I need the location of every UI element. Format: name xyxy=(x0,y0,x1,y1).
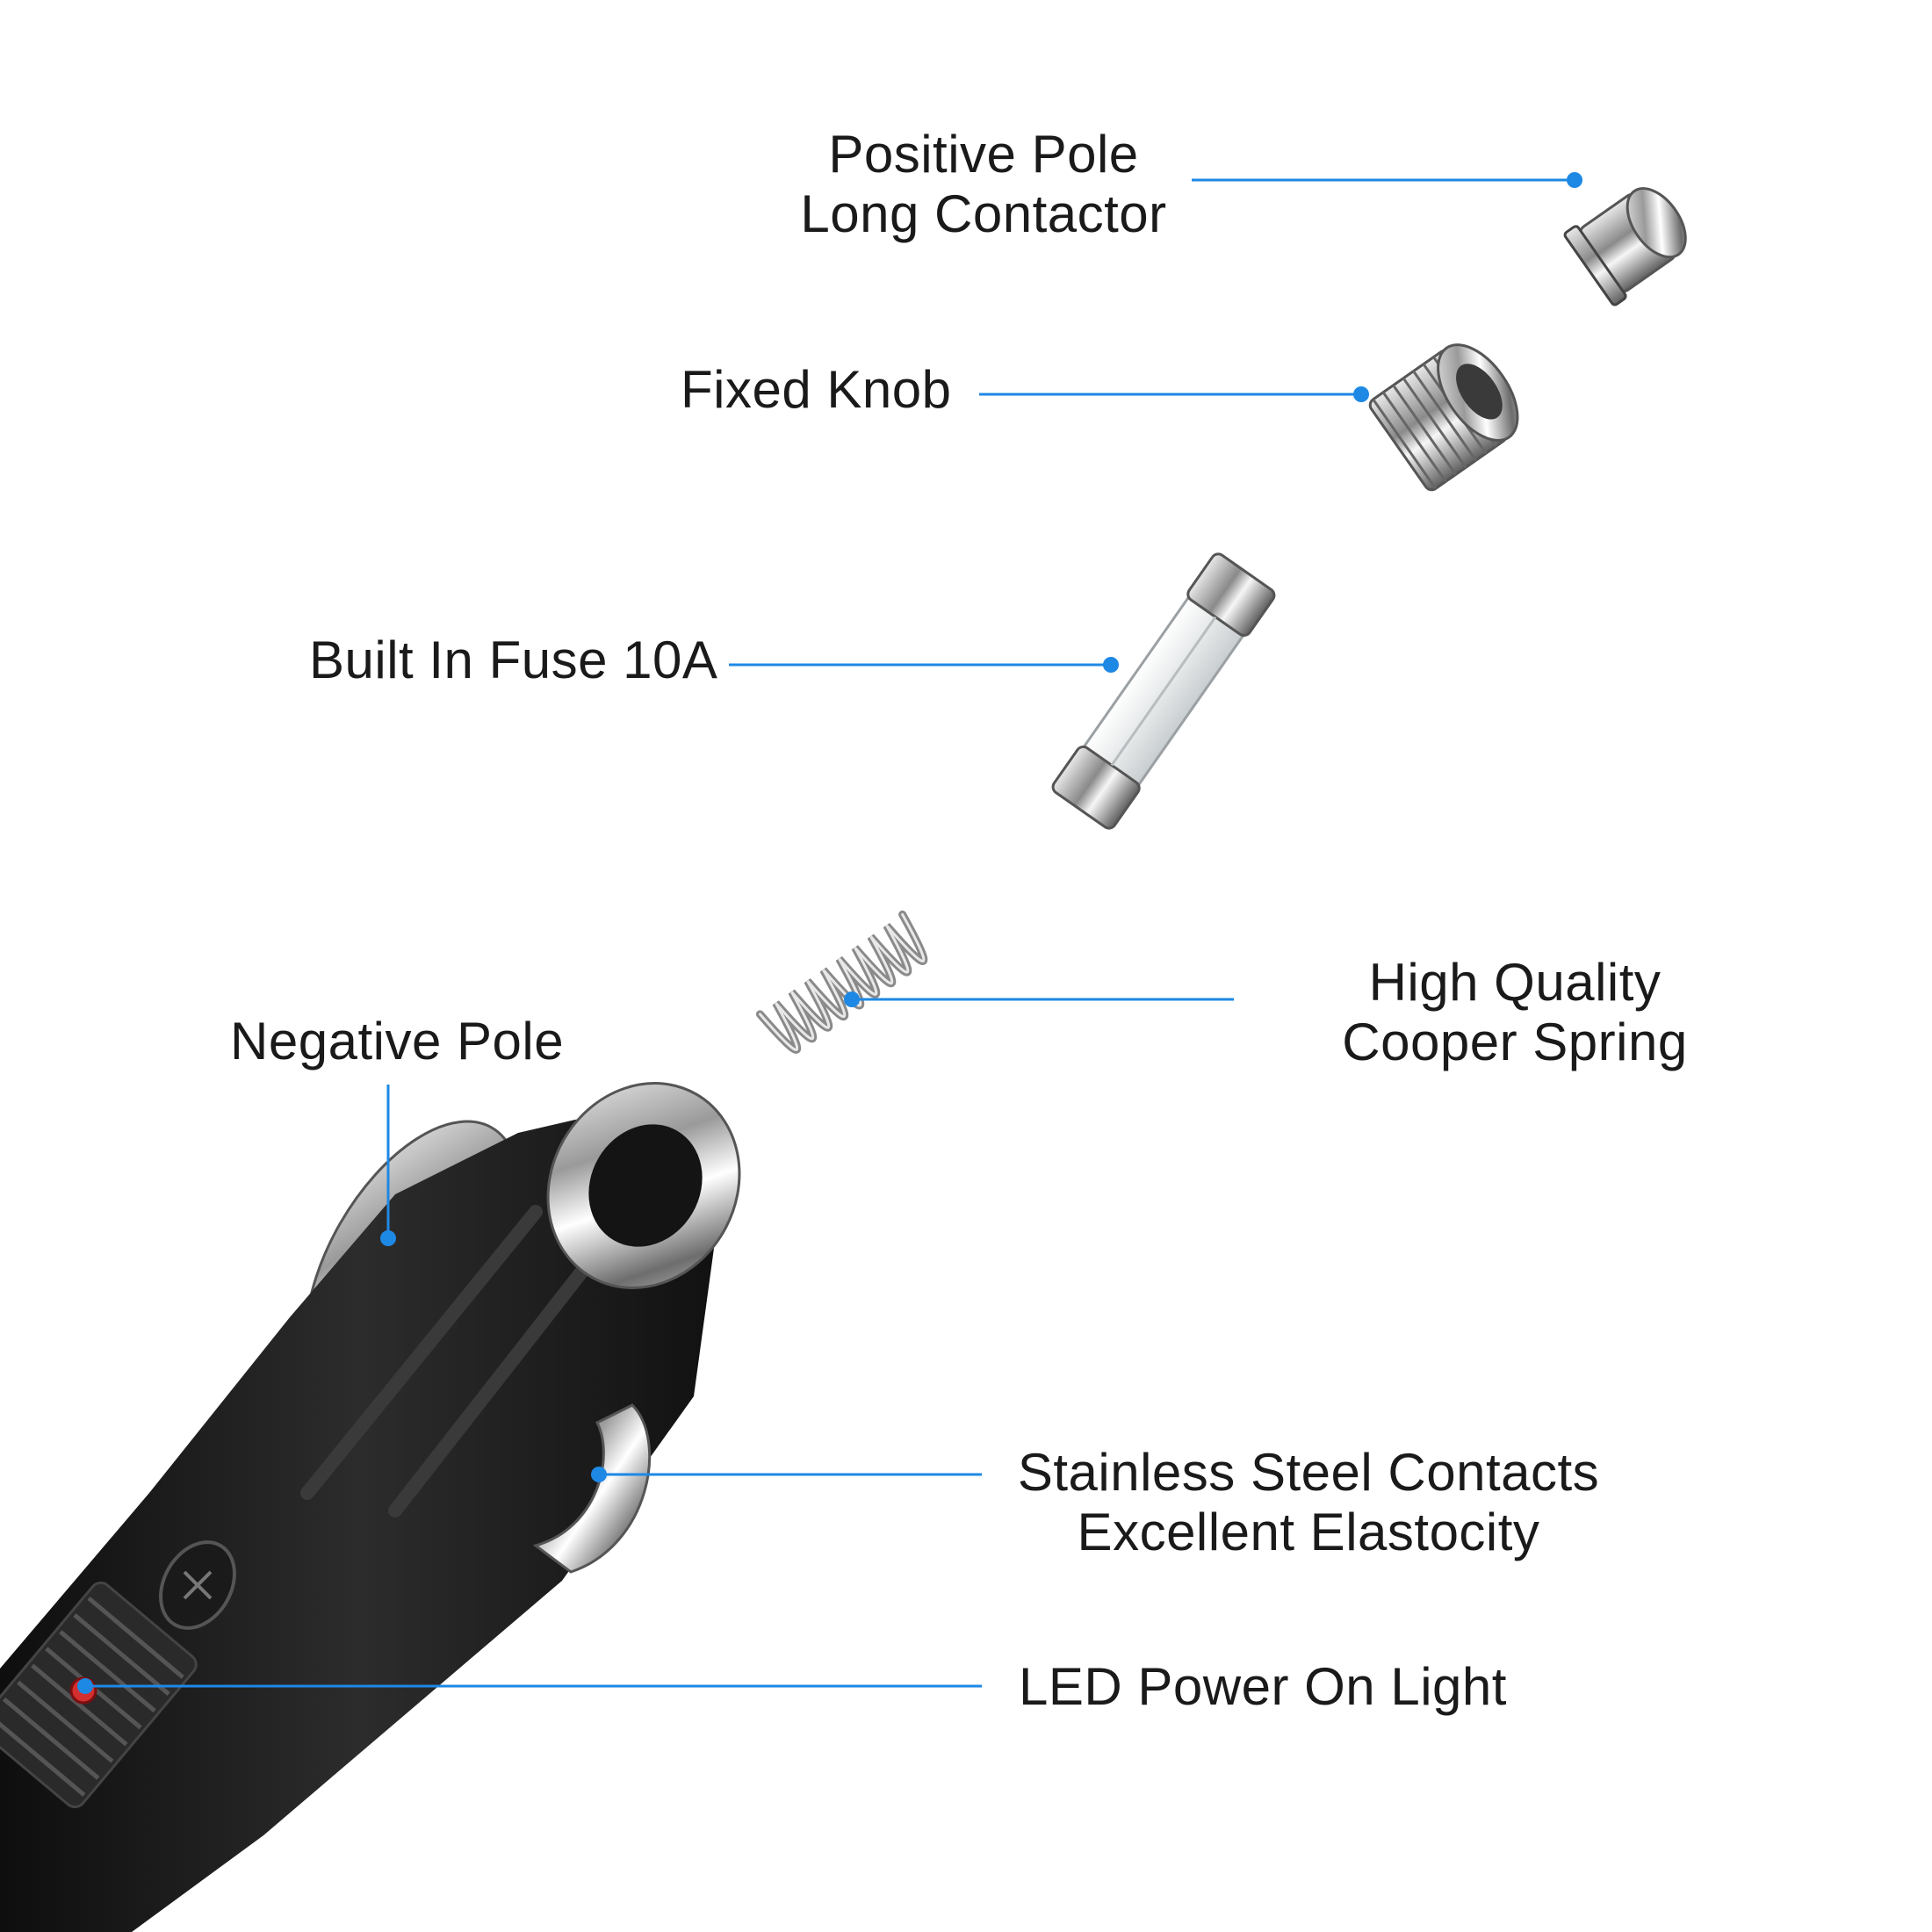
glass-fuse-icon xyxy=(1051,552,1276,830)
dot-positive-pole xyxy=(1567,172,1582,188)
dot-fixed-knob xyxy=(1353,386,1369,402)
label-spring: High Quality Cooper Spring xyxy=(1342,953,1688,1071)
label-fuse: Built In Fuse 10A xyxy=(309,631,718,689)
label-fixed-knob: Fixed Knob xyxy=(681,360,952,419)
label-contacts: Stainless Steel Contacts Excellent Elast… xyxy=(1017,1443,1600,1561)
dot-negative-pole xyxy=(380,1230,396,1246)
dot-contacts xyxy=(591,1467,607,1482)
label-negative-pole: Negative Pole xyxy=(230,1012,565,1071)
dot-led xyxy=(77,1678,93,1694)
label-positive-pole: Positive Pole Long Contactor xyxy=(800,125,1167,243)
cigarette-lighter-plug-icon xyxy=(0,1082,741,1932)
dot-fuse xyxy=(1103,657,1119,673)
dot-spring xyxy=(844,991,860,1007)
knurled-knob-icon xyxy=(1368,343,1519,492)
spring-icon xyxy=(755,910,928,1054)
label-led: LED Power On Light xyxy=(1019,1657,1507,1716)
contact-cap-icon xyxy=(1563,187,1687,306)
